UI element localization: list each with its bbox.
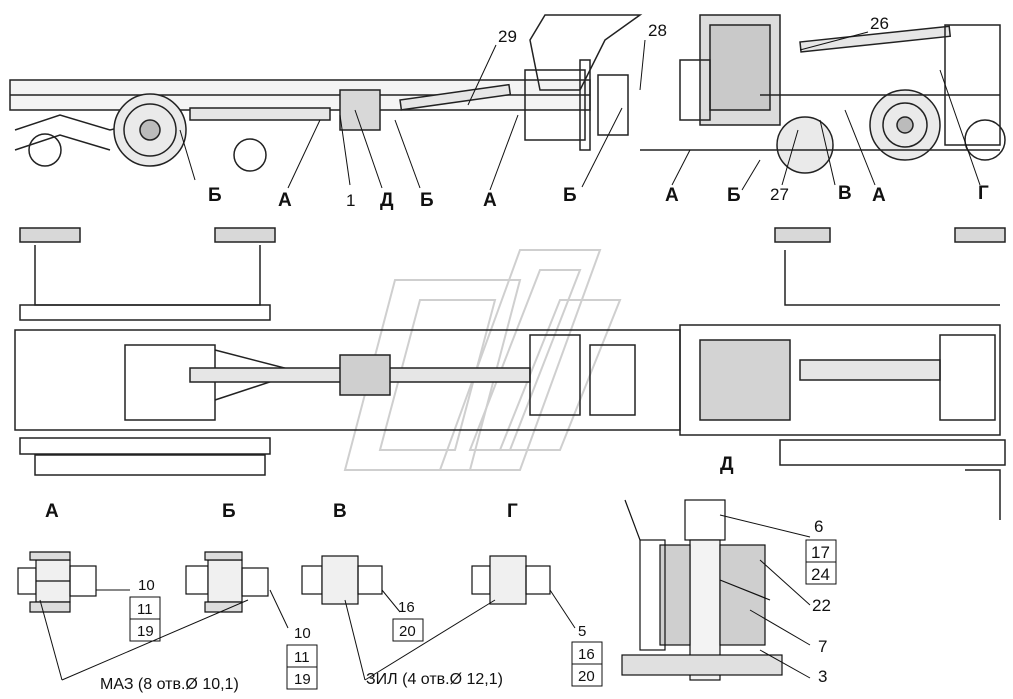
detail-v-bolt [301, 555, 383, 605]
detail-g-bolt [471, 555, 551, 605]
detail-d-part-6: 6 [814, 517, 823, 536]
detail-a-part-2: 11 [137, 601, 153, 618]
detail-v-table [392, 618, 424, 642]
detail-d-part-24: 24 [811, 565, 830, 584]
callout-a-4: А [872, 185, 886, 206]
detail-b-title: Б [222, 501, 236, 522]
detail-a-table [129, 596, 161, 642]
plan-callout-d: Д [720, 454, 734, 475]
callout-26: 26 [870, 14, 889, 33]
detail-b-bolt [185, 551, 269, 613]
detail-v-part-2: 20 [399, 623, 416, 640]
detail-b-table [286, 644, 318, 690]
side-view [9, 14, 1006, 174]
callout-27: 27 [770, 185, 789, 204]
callout-1: 1 [346, 191, 355, 210]
callout-d: Д [380, 190, 394, 211]
callout-29: 29 [498, 27, 517, 46]
detail-g-part-2: 16 [578, 646, 595, 663]
detail-d-table [805, 539, 837, 585]
note-zil: ЗИЛ (4 отв.Ø 12,1) [366, 671, 503, 688]
detail-d-part-22: 22 [812, 596, 831, 615]
detail-a-part-3: 19 [137, 623, 154, 640]
detail-a-bolt [17, 551, 97, 613]
callout-28: 28 [648, 21, 667, 40]
leader-lines [179, 31, 981, 191]
detail-g-title: Г [507, 501, 518, 522]
callout-b-2: Б [420, 190, 434, 211]
detail-d-leaders [719, 514, 811, 679]
callout-a-2: А [483, 190, 497, 211]
note-leaders [39, 599, 496, 681]
note-maz: МАЗ (8 отв.Ø 10,1) [100, 676, 239, 693]
detail-d-part-7: 7 [818, 637, 827, 656]
detail-d-part-3: 3 [818, 667, 827, 686]
detail-v-part-1: 16 [398, 599, 415, 616]
detail-b-part-1: 10 [294, 625, 311, 642]
callout-b-4: Б [727, 185, 741, 206]
detail-v-title: В [333, 501, 347, 522]
callout-g: Г [978, 183, 989, 204]
detail-d-section [621, 499, 783, 681]
callout-b-3: Б [563, 185, 577, 206]
detail-d-part-17: 17 [811, 543, 830, 562]
detail-g-table [571, 641, 603, 687]
detail-b-part-3: 19 [294, 671, 311, 688]
callout-b-1: Б [208, 185, 222, 206]
detail-g-part-3: 20 [578, 668, 595, 685]
callout-a-3: А [665, 185, 679, 206]
callout-a-1: А [278, 190, 292, 211]
watermark-logo [343, 249, 622, 471]
detail-a-part-1: 10 [138, 577, 155, 594]
detail-g-part-1: 5 [578, 623, 586, 640]
detail-a-title: А [45, 501, 59, 522]
callout-v: В [838, 183, 852, 204]
detail-b-part-2: 11 [294, 649, 310, 666]
plan-view [14, 227, 1006, 520]
